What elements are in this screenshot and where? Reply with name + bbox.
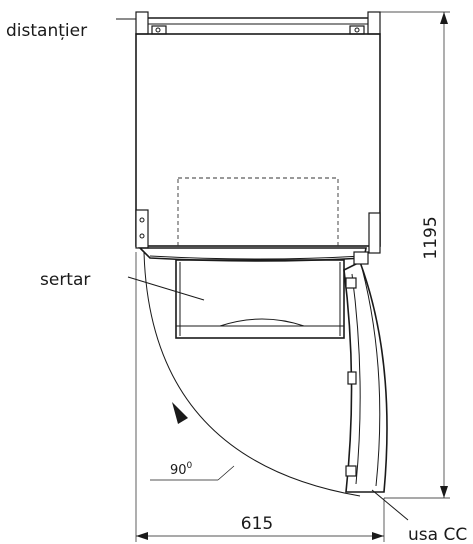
- swing-arrow: [172, 402, 188, 424]
- drawer-leader: [127, 276, 205, 301]
- height-dimension: [380, 11, 450, 499]
- spacer-bracket: [135, 11, 381, 35]
- angle-annotation: [150, 465, 235, 481]
- spacer-label: distanțier: [6, 21, 87, 41]
- hidden-compartment-outline: [177, 177, 339, 249]
- cabinet-body: [135, 33, 381, 254]
- drawer-label: sertar: [40, 270, 90, 290]
- angle-value: 900: [170, 461, 193, 478]
- height-dimension-value: 1195: [421, 216, 441, 259]
- angle-degree-symbol: 0: [187, 461, 193, 471]
- door-leader: [371, 489, 409, 521]
- drawer: [138, 247, 367, 339]
- width-dimension: [135, 252, 385, 542]
- door-label: usa CC: [408, 525, 467, 544]
- width-dimension-value: 615: [241, 514, 273, 534]
- open-door: [343, 251, 388, 493]
- door-swing-arc: [143, 251, 361, 497]
